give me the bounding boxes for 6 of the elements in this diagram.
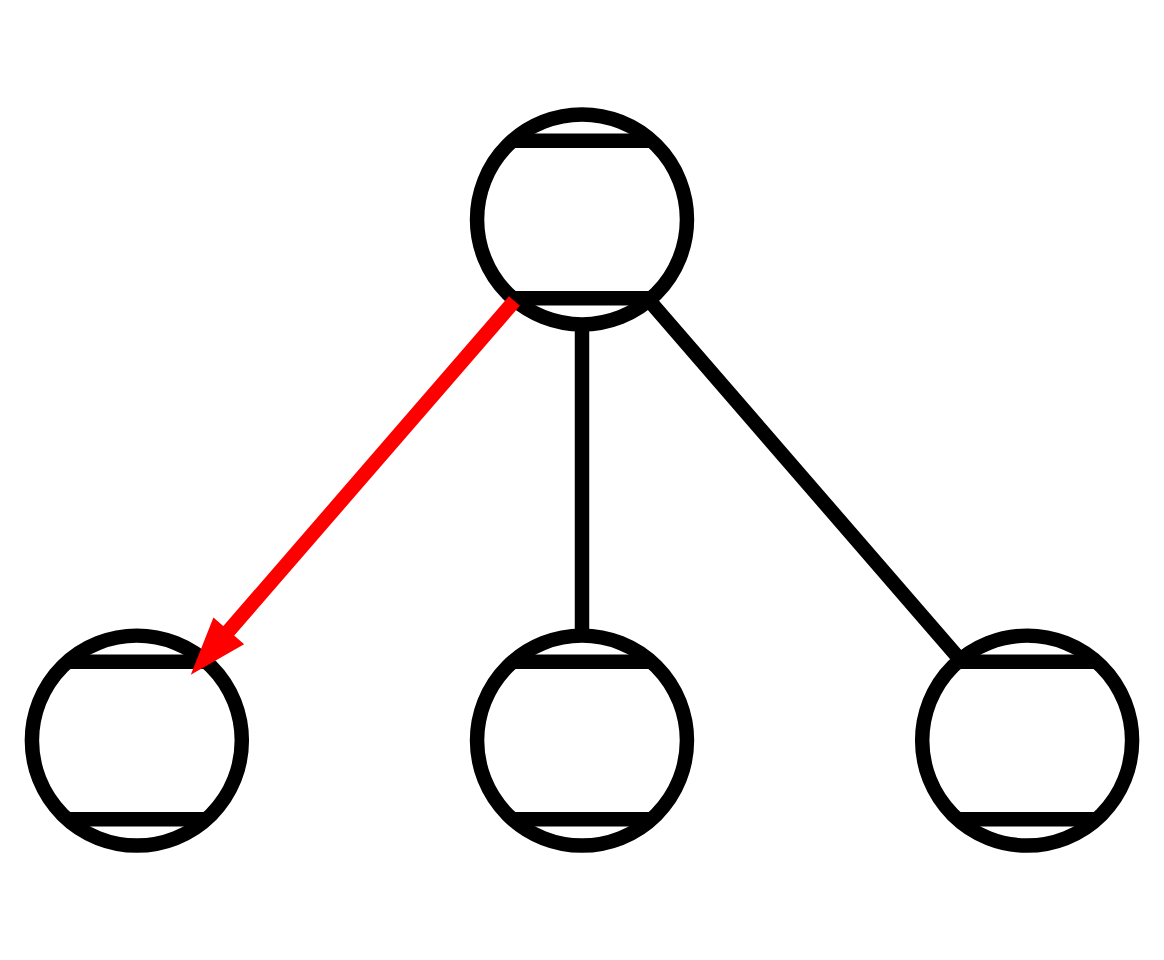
arrow bbox=[190, 296, 520, 675]
connector bbox=[644, 296, 965, 663]
node-circle bbox=[24, 628, 250, 853]
node-circle bbox=[469, 628, 695, 853]
node-circle bbox=[469, 107, 695, 332]
node-circle bbox=[914, 628, 1140, 853]
